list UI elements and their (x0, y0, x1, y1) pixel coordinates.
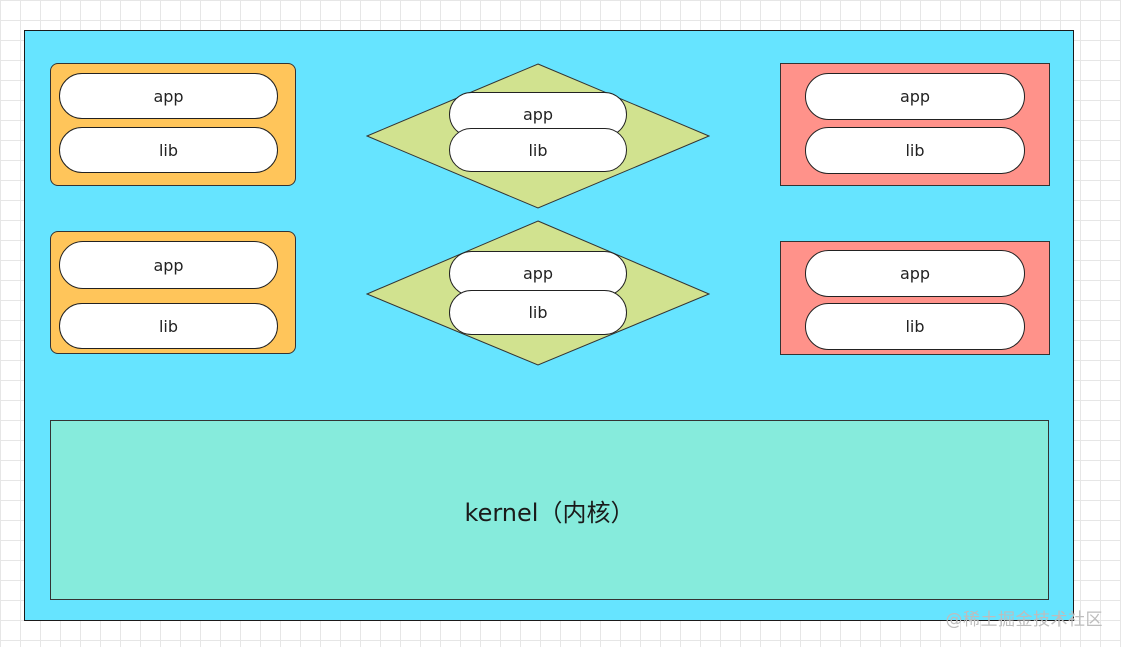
left-bottom-app-node: app (59, 241, 278, 289)
right-top-lib-node: lib (805, 127, 1025, 174)
left-top-lib-node: lib (59, 127, 278, 173)
kernel-box: kernel（内核） (50, 420, 1049, 600)
left-top-app-node: app (59, 73, 278, 119)
kernel-label: kernel（内核） (464, 498, 635, 527)
left-bottom-lib-node: lib (59, 303, 278, 349)
middle-top-lib-node: lib (449, 128, 627, 172)
middle-bottom-app-node: app (449, 251, 627, 296)
right-bottom-app-node: app (805, 250, 1025, 297)
right-top-app-node: app (805, 73, 1025, 120)
right-bottom-lib-node: lib (805, 303, 1025, 350)
watermark: @稀土掘金技术社区 (945, 610, 1103, 630)
middle-bottom-lib-node: lib (449, 290, 627, 335)
